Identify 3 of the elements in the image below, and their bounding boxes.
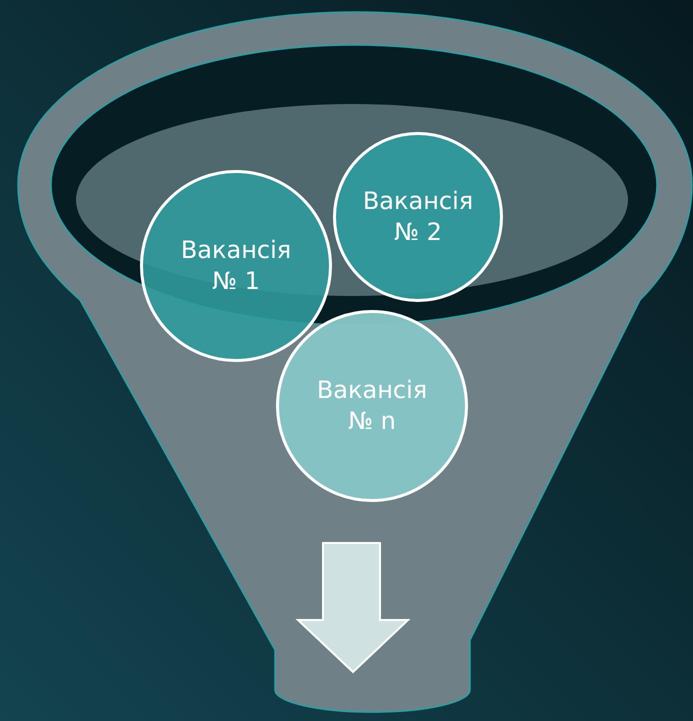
- vacancy-label: Вакансія № n: [316, 374, 428, 437]
- vacancy-label: Вакансія № 2: [362, 186, 474, 248]
- vacancy-label: Вакансія № 1: [180, 234, 292, 297]
